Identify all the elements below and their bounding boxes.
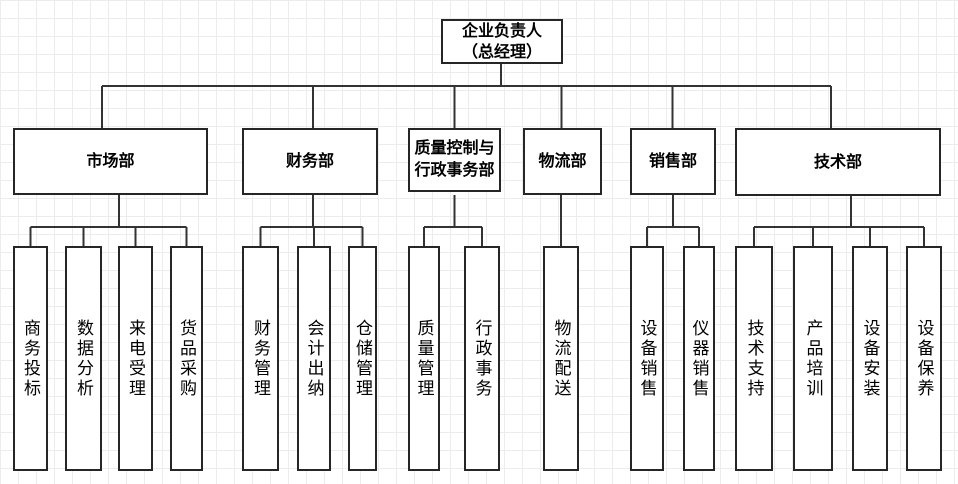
- node-label: 市场部: [86, 153, 135, 170]
- node-label: 设备保养: [914, 318, 934, 399]
- node-administrative-affairs[interactable]: 行政事务: [464, 246, 500, 471]
- node-equipment-maintenance[interactable]: 设备保养: [906, 246, 942, 471]
- node-label: 行政事务: [472, 318, 492, 399]
- node-label: 会计出纳: [304, 318, 324, 399]
- node-dept-logistics[interactable]: 物流部: [523, 128, 602, 195]
- node-business-bidding[interactable]: 商务投标: [13, 246, 48, 471]
- node-data-analysis[interactable]: 数据分析: [65, 246, 102, 471]
- node-accounting-cashier[interactable]: 会计出纳: [297, 246, 331, 471]
- node-label: 财务部: [285, 153, 334, 170]
- node-warehouse-management[interactable]: 仓储管理: [348, 246, 377, 471]
- node-logistics-delivery[interactable]: 物流配送: [543, 246, 579, 471]
- node-label: 货品采购: [177, 318, 196, 399]
- node-dept-technology[interactable]: 技术部: [735, 128, 941, 196]
- node-quality-management[interactable]: 质量管理: [408, 246, 440, 471]
- node-label: 质量管理: [414, 318, 434, 399]
- node-technical-support[interactable]: 技术支持: [735, 246, 773, 471]
- node-label: 产品培训: [803, 318, 823, 399]
- node-dept-sales[interactable]: 销售部: [630, 128, 716, 195]
- node-call-intake[interactable]: 来电受理: [118, 246, 153, 471]
- node-label: 设备安装: [860, 318, 880, 399]
- node-label: 物流部: [538, 153, 587, 170]
- node-label: 商务投标: [21, 318, 40, 399]
- node-label: 财务管理: [251, 318, 270, 399]
- node-dept-quality-admin[interactable]: 质量控制与 行政事务部: [408, 128, 501, 192]
- node-instrument-sales[interactable]: 仪器销售: [683, 246, 715, 471]
- node-label: 质量控制与 行政事务部: [414, 140, 495, 179]
- node-label: 物流配送: [551, 318, 571, 399]
- node-label: 技术部: [813, 153, 862, 171]
- node-dept-marketing[interactable]: 市场部: [13, 128, 208, 195]
- node-goods-procurement[interactable]: 货品采购: [170, 246, 203, 471]
- node-label: 数据分析: [74, 318, 93, 399]
- node-product-training[interactable]: 产品培训: [793, 246, 833, 471]
- node-financial-management[interactable]: 财务管理: [242, 246, 279, 471]
- node-label: 销售部: [648, 153, 697, 170]
- node-label: 企业负责人 （总经理）: [461, 22, 542, 61]
- node-equipment-installation[interactable]: 设备安装: [852, 246, 888, 471]
- node-dept-finance[interactable]: 财务部: [242, 128, 378, 195]
- node-label: 来电受理: [126, 318, 145, 399]
- node-label: 技术支持: [744, 318, 764, 399]
- node-label: 设备销售: [637, 318, 657, 399]
- node-label: 仪器销售: [689, 318, 709, 399]
- node-label: 仓储管理: [353, 318, 372, 399]
- node-equipment-sales[interactable]: 设备销售: [630, 246, 664, 471]
- node-general-manager[interactable]: 企业负责人 （总经理）: [441, 19, 563, 64]
